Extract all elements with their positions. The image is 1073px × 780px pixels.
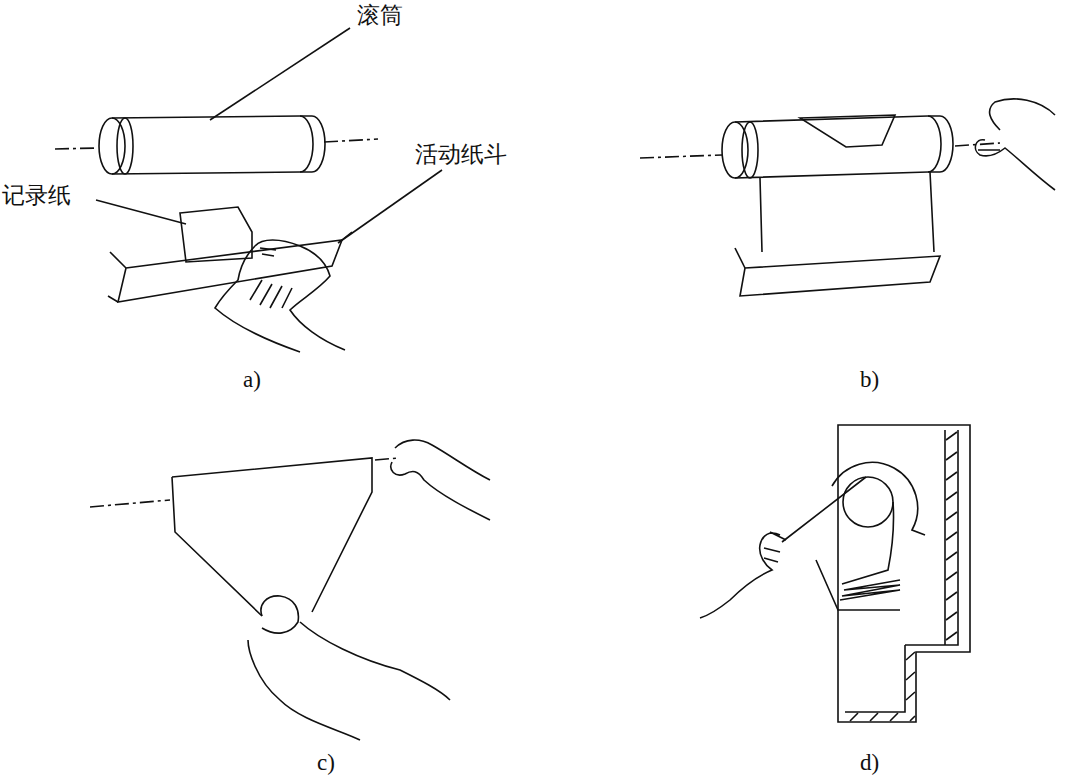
paper-c	[90, 440, 490, 740]
subfigure-label: c)	[317, 750, 335, 776]
subfigure-label: b)	[860, 367, 879, 393]
drum-b	[640, 99, 1055, 296]
drum-a	[55, 116, 378, 174]
housing-d	[700, 425, 970, 722]
part-name: 活动纸斗	[415, 142, 507, 168]
tray-a	[108, 207, 352, 352]
subfigure-label: a)	[243, 367, 261, 393]
part-name: 记录纸	[2, 183, 71, 209]
part-name: 滚筒	[357, 3, 403, 29]
subfigure-label: d)	[860, 750, 879, 776]
